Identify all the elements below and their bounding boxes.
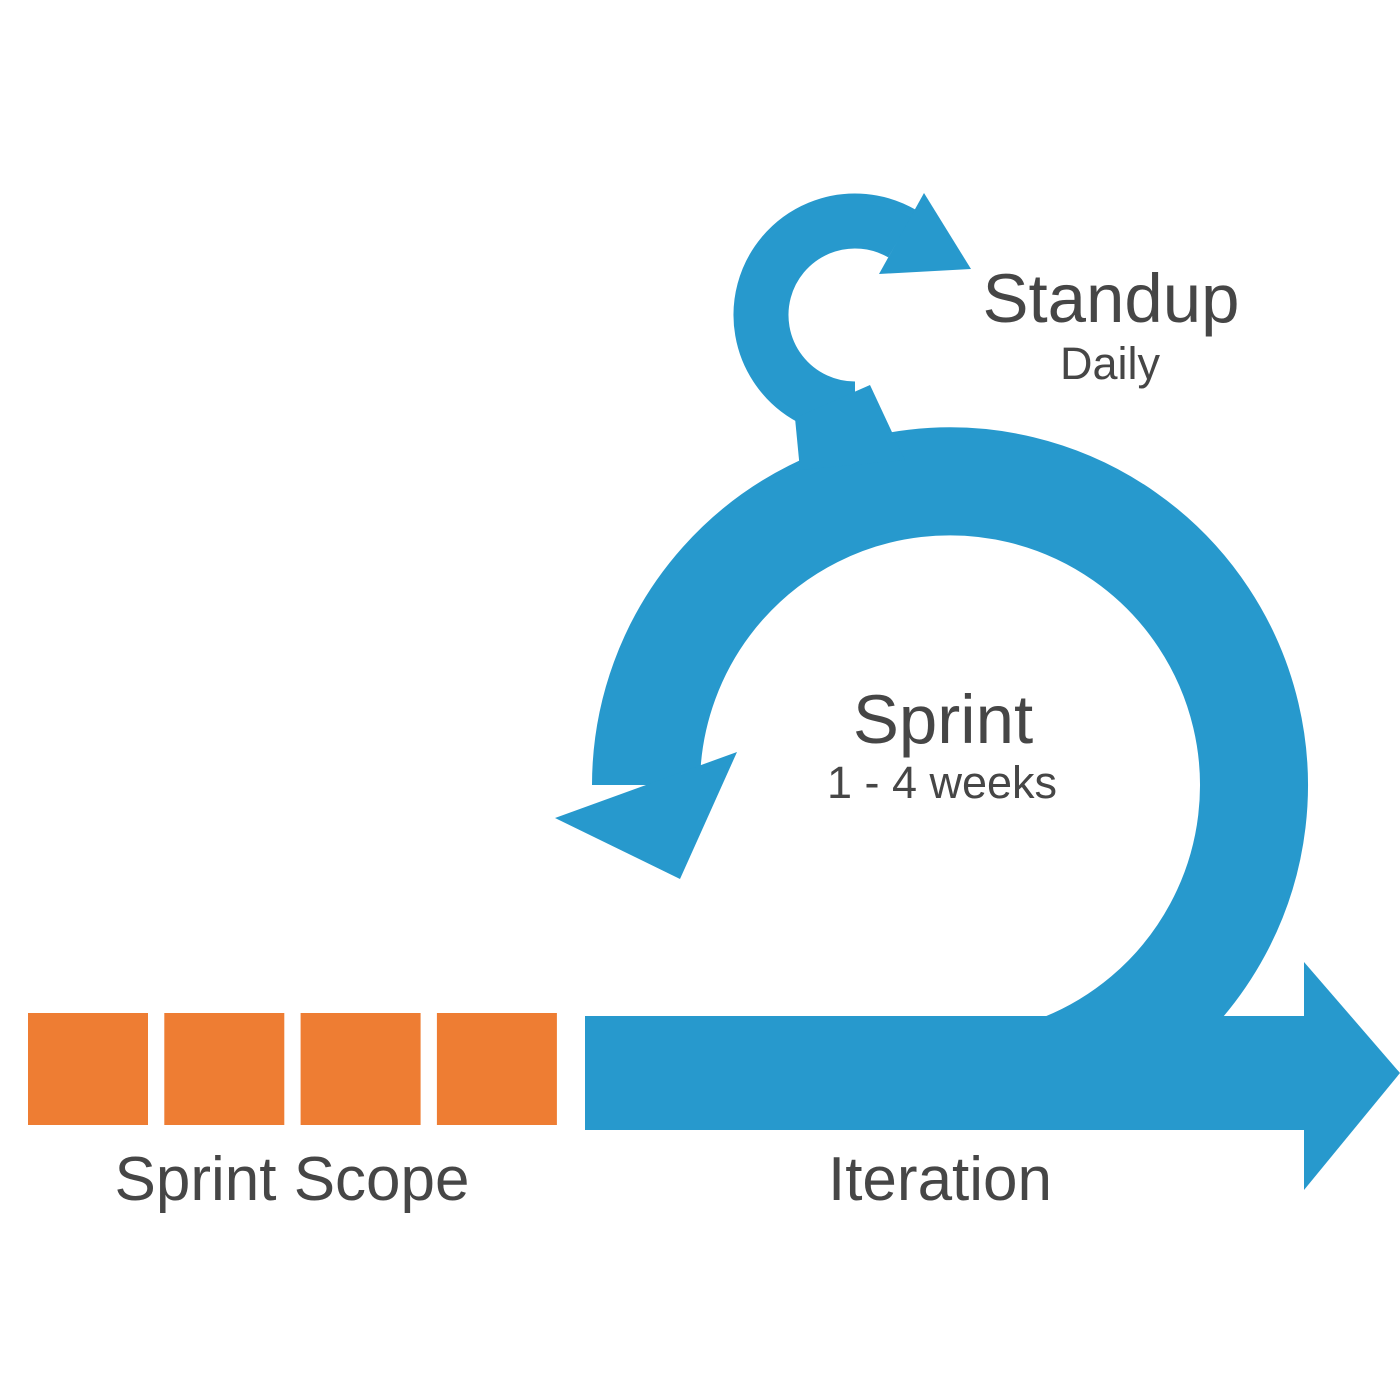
sprint-scope-block [28,1013,148,1125]
loop-junction [795,385,905,470]
iteration-arrow-shaft [585,1016,1304,1130]
sprint-subtitle: 1 - 4 weeks [827,757,1057,808]
sprint-scope-block [164,1013,285,1125]
sprint-scope-label: Sprint Scope [115,1145,470,1214]
sprint-scope-block [300,1013,421,1125]
sprint-loop-arrowhead-icon [555,752,737,879]
standup-loop-arc [733,193,916,437]
sprint-scope-block [436,1013,557,1125]
sprint-loop-arc [592,427,1308,1122]
iteration-arrowhead-icon [1304,962,1400,1190]
sprint-title: Sprint [853,681,1033,758]
iteration-label: Iteration [828,1145,1052,1214]
sprint-scope-blocks [28,1013,557,1125]
standup-loop-arrowhead-icon [879,193,971,274]
standup-subtitle: Daily [1060,338,1161,389]
standup-title: Standup [982,260,1239,337]
